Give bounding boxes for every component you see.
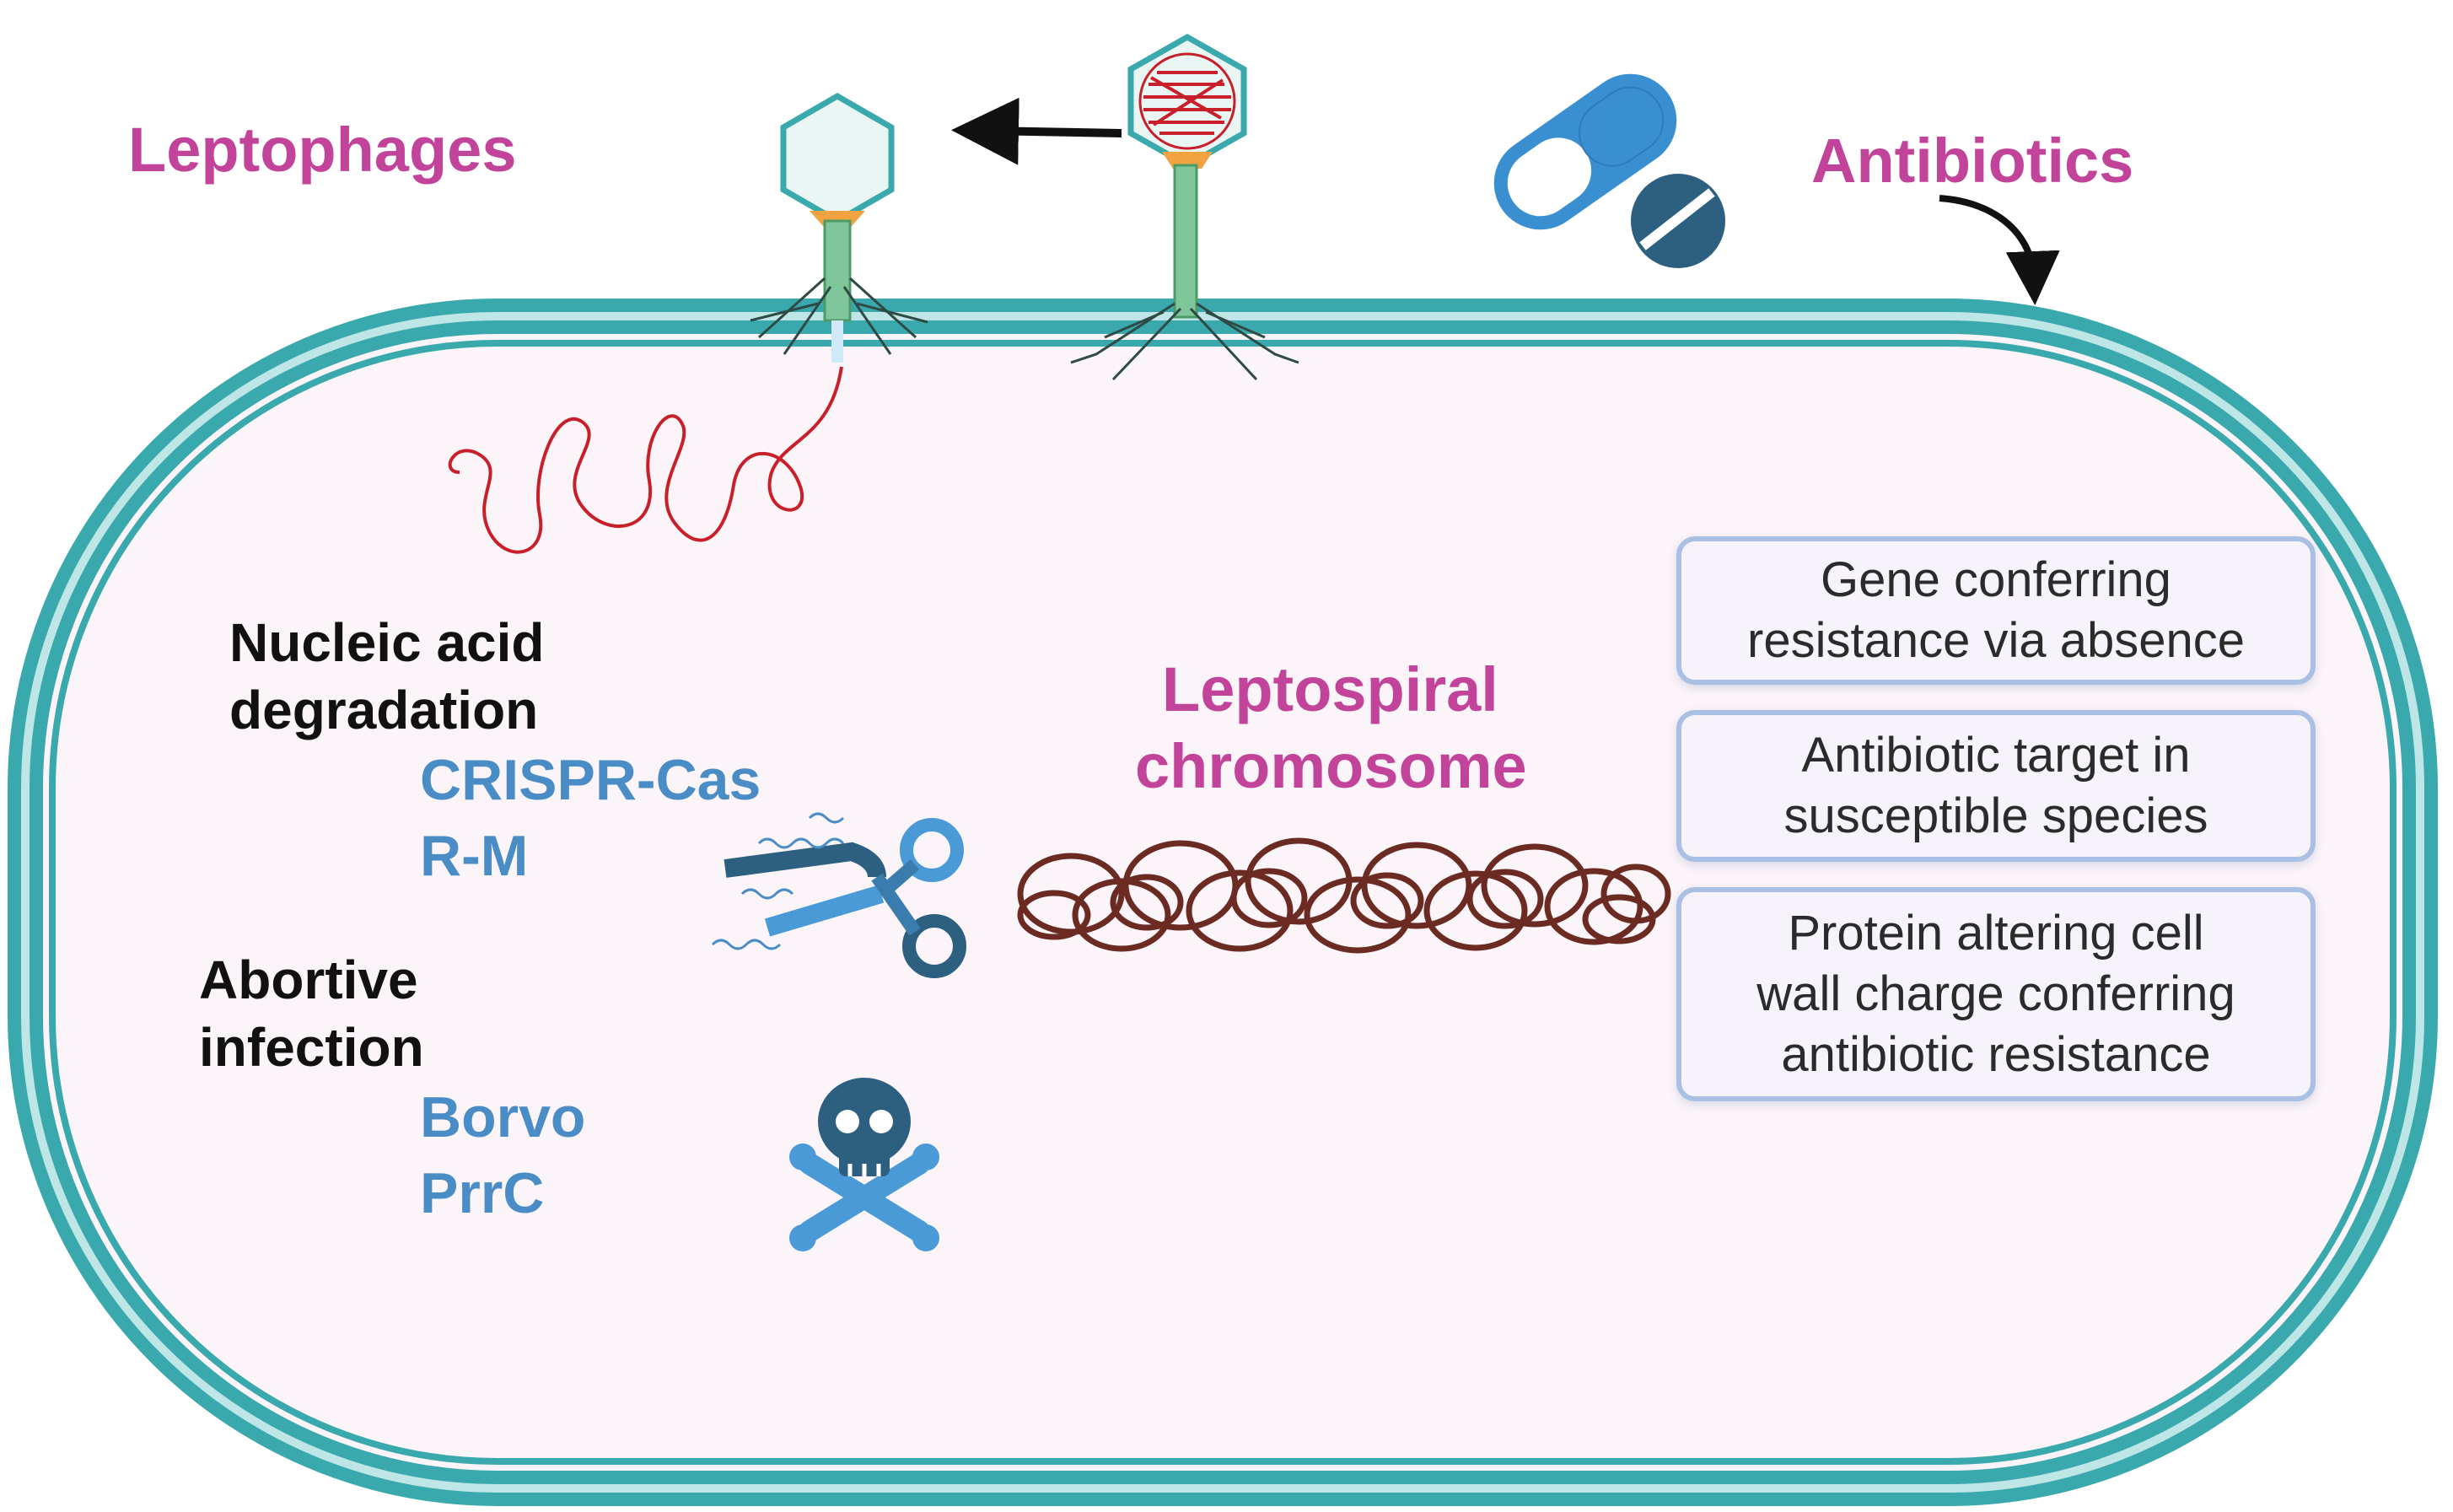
box-line: resistance via absence [1747, 613, 2245, 668]
resistance-box-cell-wall-protein: Protein altering cell wall charge confer… [1676, 887, 2316, 1101]
capsule-icon [1493, 73, 1677, 230]
abortive-infection-label-line1: Abortive [199, 950, 418, 1010]
resistance-box-antibiotic-target: Antibiotic target in susceptible species [1676, 710, 2316, 862]
injected-dna-icon [448, 366, 843, 554]
antibiotics-label: Antibiotics [1811, 126, 2134, 196]
scissors-icon [711, 812, 966, 978]
box-line: Antibiotic target in [1801, 728, 2191, 783]
box-line: antibiotic resistance [1781, 1027, 2211, 1082]
bacteriophage-attached-icon [750, 92, 928, 363]
nucleic-acid-label-line1: Nucleic acid [229, 612, 545, 673]
box-line: Protein altering cell [1788, 906, 2204, 960]
curved-arrow-icon [1939, 195, 2060, 305]
crispr-cas-label: CRISPR-Cas [420, 748, 761, 812]
box-line: susceptible species [1783, 788, 2208, 843]
abortive-infection-label-line2: infection [199, 1017, 424, 1078]
tablet-icon [1631, 174, 1725, 268]
chromosome-label-line1: Leptospiral [1162, 654, 1498, 724]
chromosome-coil-icon [1017, 837, 1671, 954]
rm-label: R-M [420, 824, 529, 888]
arrow-left-icon [951, 97, 1122, 165]
chromosome-label-line2: chromosome [1135, 731, 1527, 801]
borvo-label: Borvo [420, 1085, 586, 1149]
box-line: wall charge conferring [1756, 966, 2235, 1021]
resistance-box-gene-absence: Gene conferring resistance via absence [1676, 536, 2316, 685]
nucleic-acid-label-line2: degradation [229, 680, 539, 740]
skull-crossbones-icon [789, 1078, 939, 1251]
bacteriophage-free-icon [1070, 33, 1299, 381]
leptophages-label: Leptophages [128, 115, 517, 185]
prrc-label: PrrC [420, 1161, 545, 1225]
box-line: Gene conferring [1821, 552, 2171, 607]
